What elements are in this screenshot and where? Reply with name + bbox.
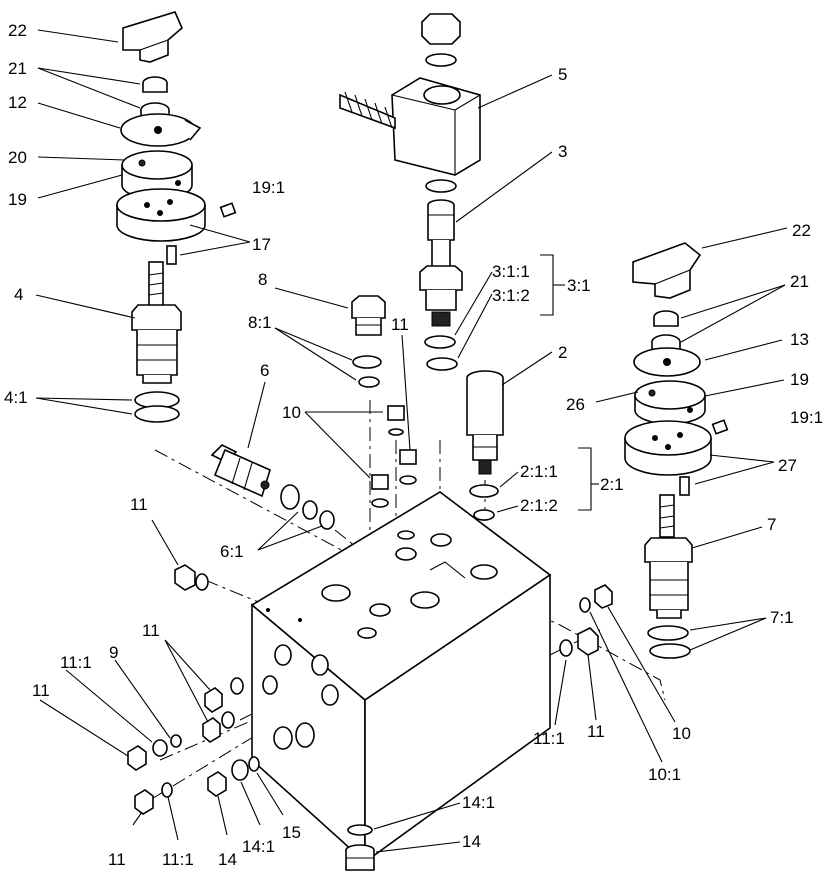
right-disc-19: [634, 380, 729, 435]
label-3: 3: [558, 142, 567, 161]
left-orings-4-1: [134, 391, 180, 423]
plug-11-upper: [174, 564, 209, 591]
side-fittings-right: [559, 584, 613, 657]
label-19-left: 19: [8, 190, 27, 209]
leader-lines: [35, 29, 788, 853]
label-11-1-bottom: 11:1: [162, 850, 194, 869]
label-2-1: 2:1: [600, 475, 624, 494]
manifold-block: [250, 491, 552, 864]
label-14-1-bottom: 14:1: [462, 793, 495, 812]
label-22-right: 22: [792, 221, 811, 240]
label-11-left-upper: 11: [130, 495, 148, 514]
label-5: 5: [558, 65, 567, 84]
label-2-1-2: 2:1:2: [520, 496, 558, 515]
left-knob-22: [122, 11, 183, 63]
label-3-1: 3:1: [567, 276, 591, 295]
label-8: 8: [258, 270, 267, 289]
right-cartridge-7: [644, 494, 693, 619]
label-14-bottom: 14: [462, 832, 481, 851]
right-nuts-21: [651, 310, 681, 351]
label-11-left-far: 11: [32, 681, 50, 700]
left-cartridge-4: [131, 261, 182, 384]
label-19-1-left: 19:1: [252, 178, 285, 197]
label-10-center: 10: [282, 403, 301, 422]
label-8-1: 8:1: [248, 313, 272, 332]
label-19-1-right: 19:1: [790, 408, 823, 427]
label-14-1-bottom-left: 14:1: [242, 837, 275, 856]
label-13: 13: [790, 330, 809, 349]
label-7-1: 7:1: [770, 608, 794, 627]
label-4: 4: [14, 285, 23, 304]
label-22-left: 22: [8, 21, 27, 40]
label-11-center: 11: [391, 315, 409, 334]
label-7: 7: [767, 515, 776, 534]
label-20: 20: [8, 148, 27, 167]
label-17: 17: [252, 235, 271, 254]
valve-6: [210, 444, 335, 530]
label-21-right: 21: [790, 272, 809, 291]
solenoid-coil-5: [339, 77, 481, 193]
left-plate-12: [120, 113, 202, 147]
label-11-1-right: 11:1: [533, 729, 565, 748]
label-19-right: 19: [790, 370, 809, 389]
left-nuts-21: [140, 76, 170, 119]
label-11-bottom: 11: [108, 850, 126, 869]
label-2-1-1: 2:1:1: [520, 462, 558, 481]
label-9: 9: [109, 643, 118, 662]
right-knob-22: [632, 242, 702, 299]
label-21-left: 21: [8, 59, 27, 78]
label-11-left-mid: 11: [142, 621, 160, 640]
label-3-1-1: 3:1:1: [492, 262, 530, 281]
label-11-right: 11: [587, 722, 605, 741]
plug-8: [351, 295, 386, 388]
label-6-1: 6:1: [220, 542, 244, 561]
cartridge-2: [466, 370, 504, 521]
side-fittings-left: [127, 677, 260, 815]
callout-labels: 22 21 12 20 19 19:1 17 4 4:1 5 3 3:1:1 3…: [4, 21, 823, 869]
right-plate-27: [624, 420, 712, 496]
right-plate-13: [633, 347, 701, 377]
small-plugs-10: [371, 405, 417, 540]
label-26: 26: [566, 395, 585, 414]
label-6: 6: [260, 361, 269, 380]
label-12: 12: [8, 93, 27, 112]
label-14-bottom-left: 14: [218, 850, 237, 869]
label-10-right: 10: [672, 724, 691, 743]
coil-nut: [421, 13, 461, 67]
right-orings-7-1: [647, 625, 691, 659]
label-15: 15: [282, 823, 301, 842]
left-plate-17: [116, 188, 237, 265]
label-4-1: 4:1: [4, 388, 28, 407]
label-2: 2: [558, 343, 567, 362]
orings-3-1: [424, 335, 458, 371]
label-11-1-left: 11:1: [60, 653, 92, 672]
cartridge-3: [419, 199, 463, 327]
label-27: 27: [778, 456, 797, 475]
label-3-1-2: 3:1:2: [492, 286, 530, 305]
bottom-plug-14: [345, 824, 375, 871]
label-10-1: 10:1: [648, 765, 681, 784]
